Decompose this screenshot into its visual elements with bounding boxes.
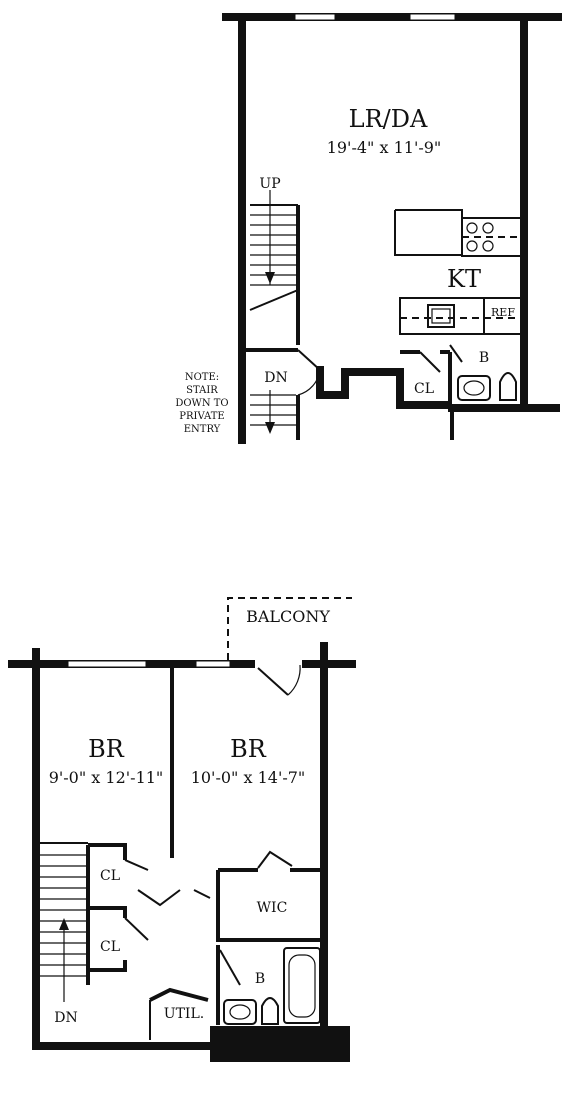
- lower-floor-plan: BALCONY BR 9'-0" x 12'-11" BR 10'-0" x 1…: [8, 597, 356, 1062]
- upper-bath-door: [449, 344, 463, 363]
- upper-floor-plan: LR/DA 19'-4" x 11'-9" UP KT REF B CL DN …: [175, 13, 562, 444]
- lower-closet-upper-door: [124, 859, 149, 871]
- lower-hall-doors: [137, 889, 181, 907]
- wic-label: WIC: [257, 900, 288, 916]
- utility-wall: [149, 987, 209, 1002]
- bedroom-right-dimensions: 10'-0" x 14'-7": [191, 768, 306, 787]
- upper-window-2: [409, 13, 456, 21]
- upper-bath-label: B: [479, 350, 489, 366]
- bedroom-right-label: BR: [230, 735, 267, 763]
- living-dining-dimensions: 19'-4" x 11'-9": [327, 138, 442, 157]
- balcony-door: [257, 667, 289, 696]
- lower-bath-sink: [223, 999, 257, 1025]
- refrigerator: [483, 297, 523, 335]
- balcony-label: BALCONY: [246, 607, 330, 626]
- note-line-4: PRIVATE: [179, 411, 224, 422]
- balcony-outline: [227, 597, 352, 660]
- kitchen-label: KT: [447, 265, 481, 293]
- wic-door: [257, 850, 293, 869]
- lower-bottom-block: [210, 1026, 350, 1062]
- note-line-1: NOTE:: [185, 372, 219, 383]
- note-line-5: ENTRY: [184, 424, 221, 435]
- stair-note: NOTE: STAIR DOWN TO PRIVATE ENTRY: [175, 372, 228, 435]
- refrigerator-label: REF: [491, 306, 515, 319]
- bedroom-left-label: BR: [88, 735, 125, 763]
- kitchen-sink: [427, 304, 455, 328]
- utility-label: UTIL.: [164, 1006, 204, 1022]
- wic-wall: [216, 870, 320, 942]
- lower-window-2: [195, 660, 231, 668]
- upper-window-1: [294, 13, 336, 21]
- upper-stair-up-label: UP: [259, 176, 280, 192]
- lower-closet-lower-label: CL: [100, 939, 120, 955]
- lower-closet-upper-label: CL: [100, 868, 120, 884]
- lower-bath-door: [219, 949, 241, 986]
- bedroom-left-dimensions: 9'-0" x 12'-11": [49, 768, 164, 787]
- lower-stair-down-label: DN: [54, 1010, 77, 1026]
- lower-window-1: [67, 660, 147, 668]
- upper-stair-down-label: DN: [264, 370, 287, 386]
- upper-closet-label: CL: [414, 381, 434, 397]
- living-dining-label: LR/DA: [349, 105, 428, 133]
- upper-toilet: [499, 372, 517, 401]
- upper-step-wall: [316, 366, 452, 409]
- upper-bath-sink: [457, 375, 491, 401]
- kitchen-island: [393, 209, 463, 256]
- lower-toilet: [261, 997, 279, 1025]
- lower-stair-treads: [40, 854, 86, 1002]
- bathtub: [283, 947, 321, 1024]
- lower-bath-label: B: [255, 971, 265, 987]
- lower-closet-lower-door: [124, 917, 149, 941]
- upper-closet-door: [419, 351, 441, 373]
- note-line-2: STAIR: [186, 385, 218, 396]
- note-line-3: DOWN TO: [175, 398, 228, 409]
- upper-stair-down-treads: [250, 390, 296, 434]
- upper-stair-up-treads: [250, 190, 296, 286]
